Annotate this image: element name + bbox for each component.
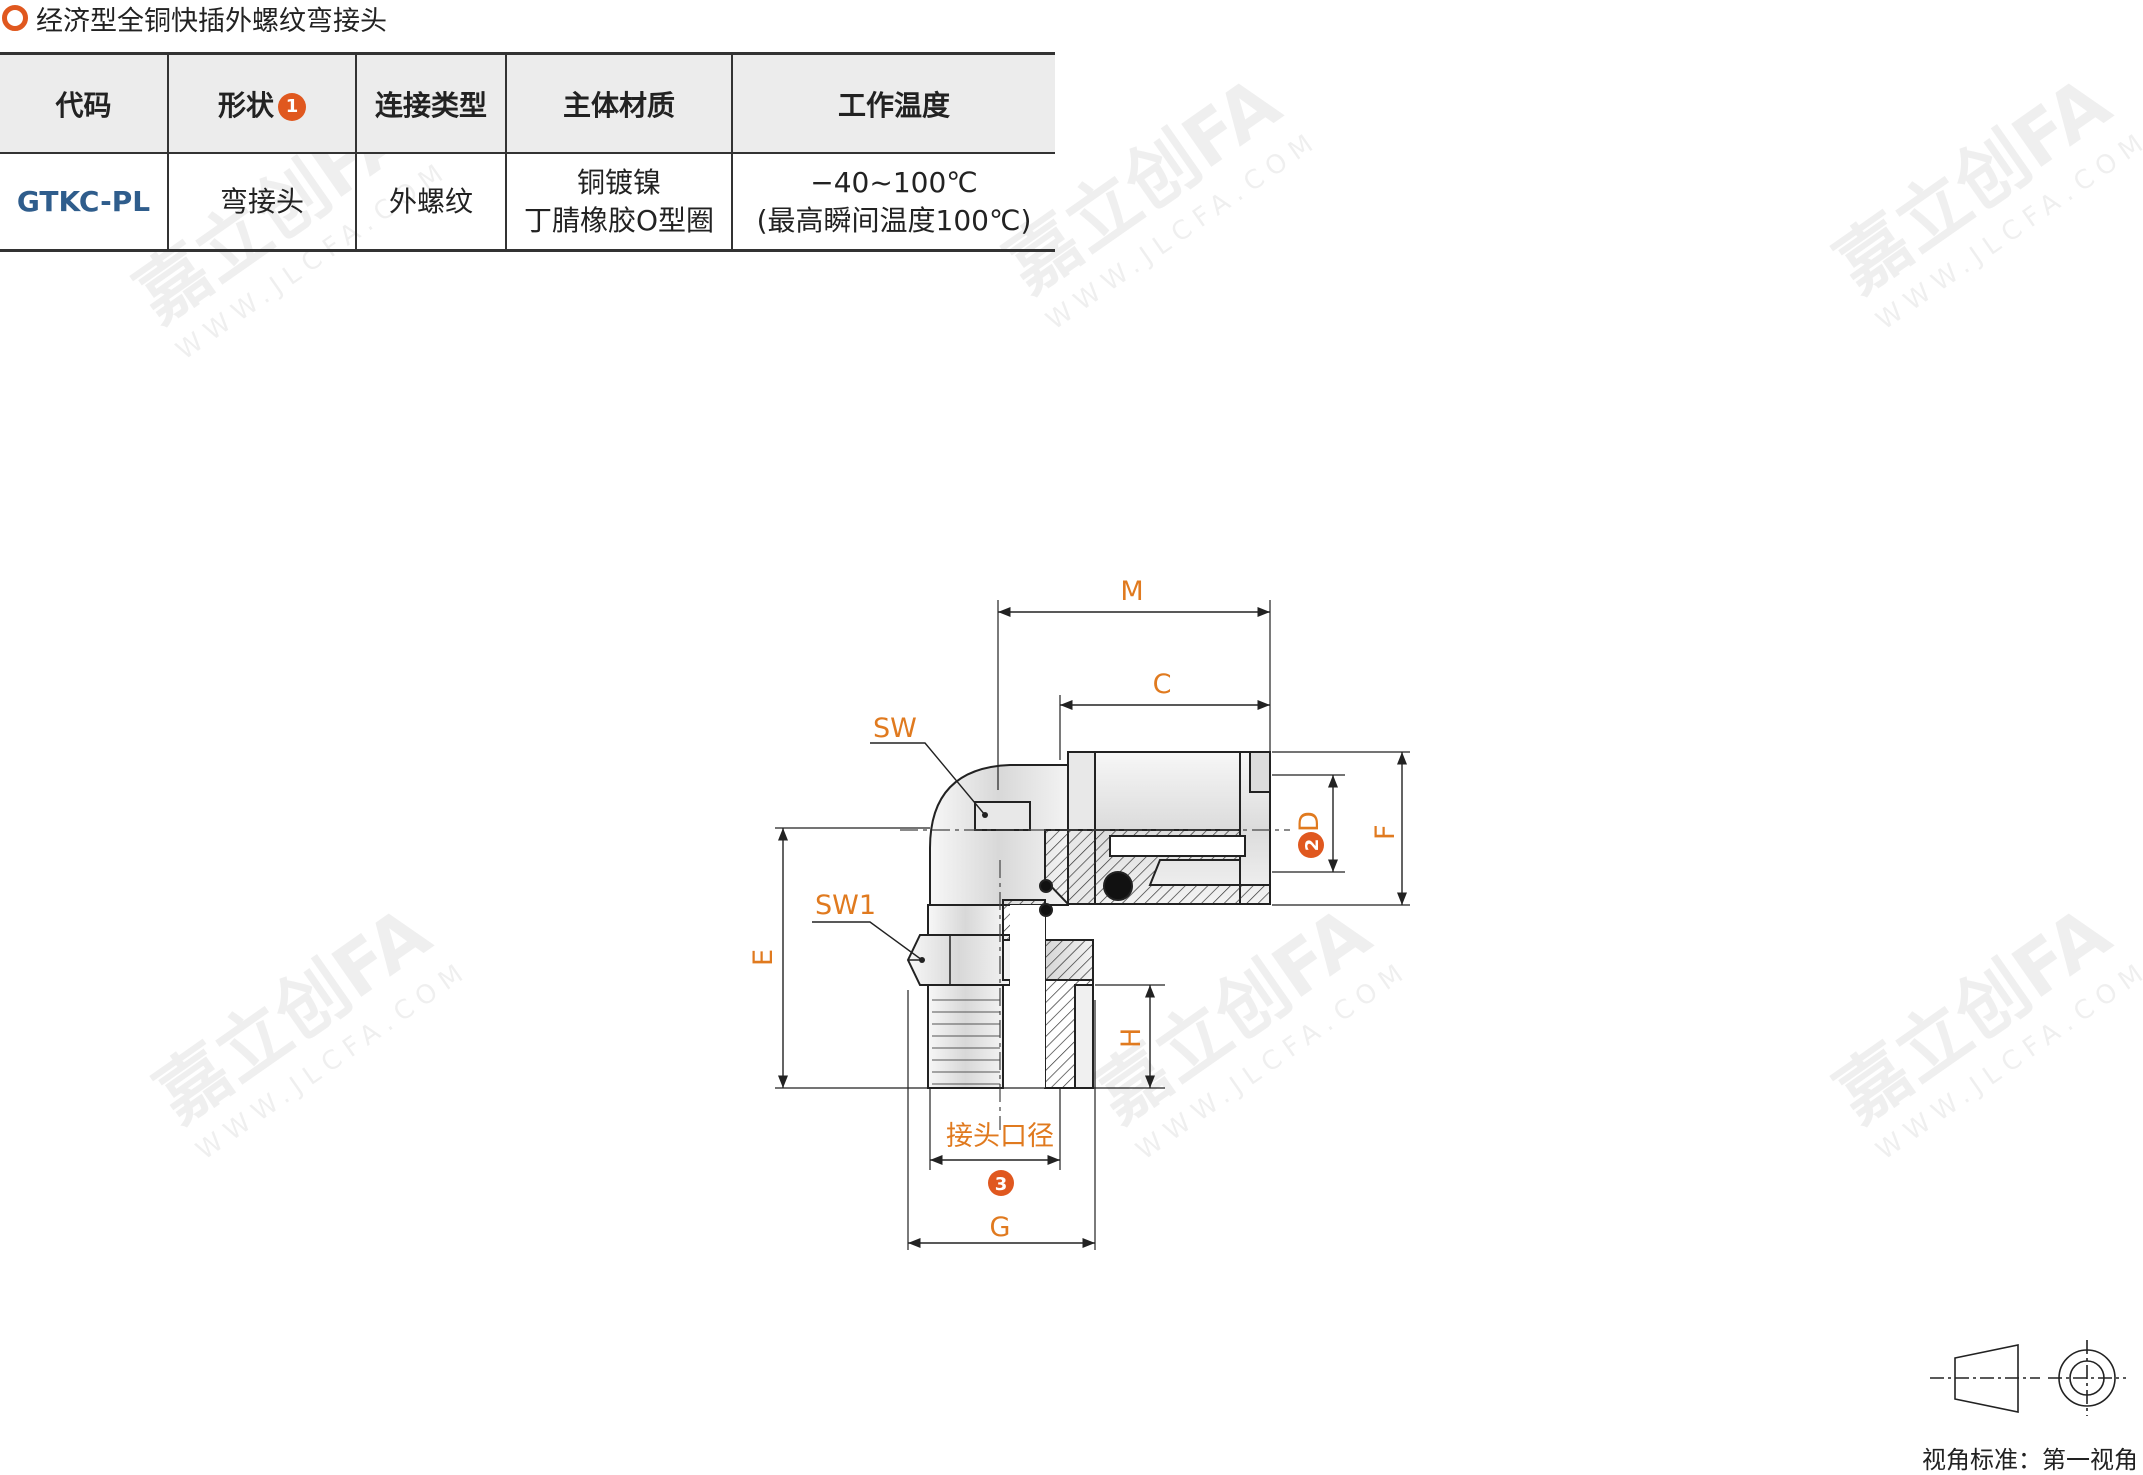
label-c: C (1153, 669, 1172, 700)
badge-port: 3 (988, 1170, 1014, 1196)
page-title: 经济型全铜快插外螺纹弯接头 (2, 0, 387, 37)
tube-bore (1109, 835, 1246, 857)
o-ring (1103, 871, 1133, 901)
label-sw1: SW1 (815, 890, 876, 921)
material-line2: 丁腈橡胶O型圈 (523, 203, 715, 237)
header-material: 主体材质 (505, 53, 732, 154)
badge-d-number: 2 (1302, 839, 1323, 852)
badge-d: 2 (1298, 832, 1324, 858)
thread-section (1002, 899, 1094, 1089)
thread-lines (932, 999, 1000, 1085)
header-shape-label: 形状 (217, 88, 274, 122)
label-e: E (748, 949, 779, 966)
label-h: H (1116, 1028, 1147, 1048)
o-ring-small (1039, 903, 1053, 917)
circle-marker-icon (2, 5, 28, 31)
thread-right-outer (1074, 984, 1094, 1089)
sw1-leader (812, 921, 923, 961)
cell-code: GTKC-PL (16, 184, 151, 218)
label-sw: SW (873, 713, 917, 744)
sw-leader (870, 742, 986, 816)
temp-line1: −40~100℃ (810, 165, 978, 199)
label-g: G (990, 1212, 1011, 1243)
header-connection: 连接类型 (355, 53, 506, 154)
shape-badge: 1 (278, 92, 306, 121)
dimension-labels: M C SW SW1 D F E H 接头口径 G (748, 576, 1401, 1243)
cell-shape: 弯接头 (167, 153, 356, 251)
center-lines (900, 829, 1290, 1130)
collet-ring (1249, 751, 1271, 793)
inner-bore (1010, 905, 1045, 1088)
label-f: F (1370, 824, 1401, 840)
view-standard-label: 视角标准：第一视角 (1922, 1446, 2138, 1474)
dimension-lines (777, 606, 1408, 1249)
label-d: D (1294, 811, 1325, 832)
projection-symbol-icon (1930, 1340, 2126, 1416)
title-text: 经济型全铜快插外螺纹弯接头 (36, 5, 387, 37)
o-ring-small (1039, 879, 1053, 893)
header-temperature: 工作温度 (731, 53, 1055, 154)
extension-lines (775, 600, 1410, 1250)
push-in-body (1039, 751, 1271, 917)
cell-material: 铜镀镍 丁腈橡胶O型圈 (505, 153, 732, 251)
label-port: 接头口径 (946, 1121, 1054, 1152)
label-m: M (1120, 576, 1143, 607)
badge-port-number: 3 (995, 1174, 1008, 1195)
temp-line2: (最高瞬间温度100℃) (756, 203, 1032, 237)
table-row: GTKC-PL 弯接头 外螺纹 铜镀镍 丁腈橡胶O型圈 −40~100℃ (最高… (0, 153, 1055, 251)
material-line1: 铜镀镍 (576, 165, 661, 199)
header-code: 代码 (0, 53, 168, 154)
cell-connection: 外螺纹 (355, 153, 506, 251)
cell-temperature: −40~100℃ (最高瞬间温度100℃) (731, 153, 1055, 251)
